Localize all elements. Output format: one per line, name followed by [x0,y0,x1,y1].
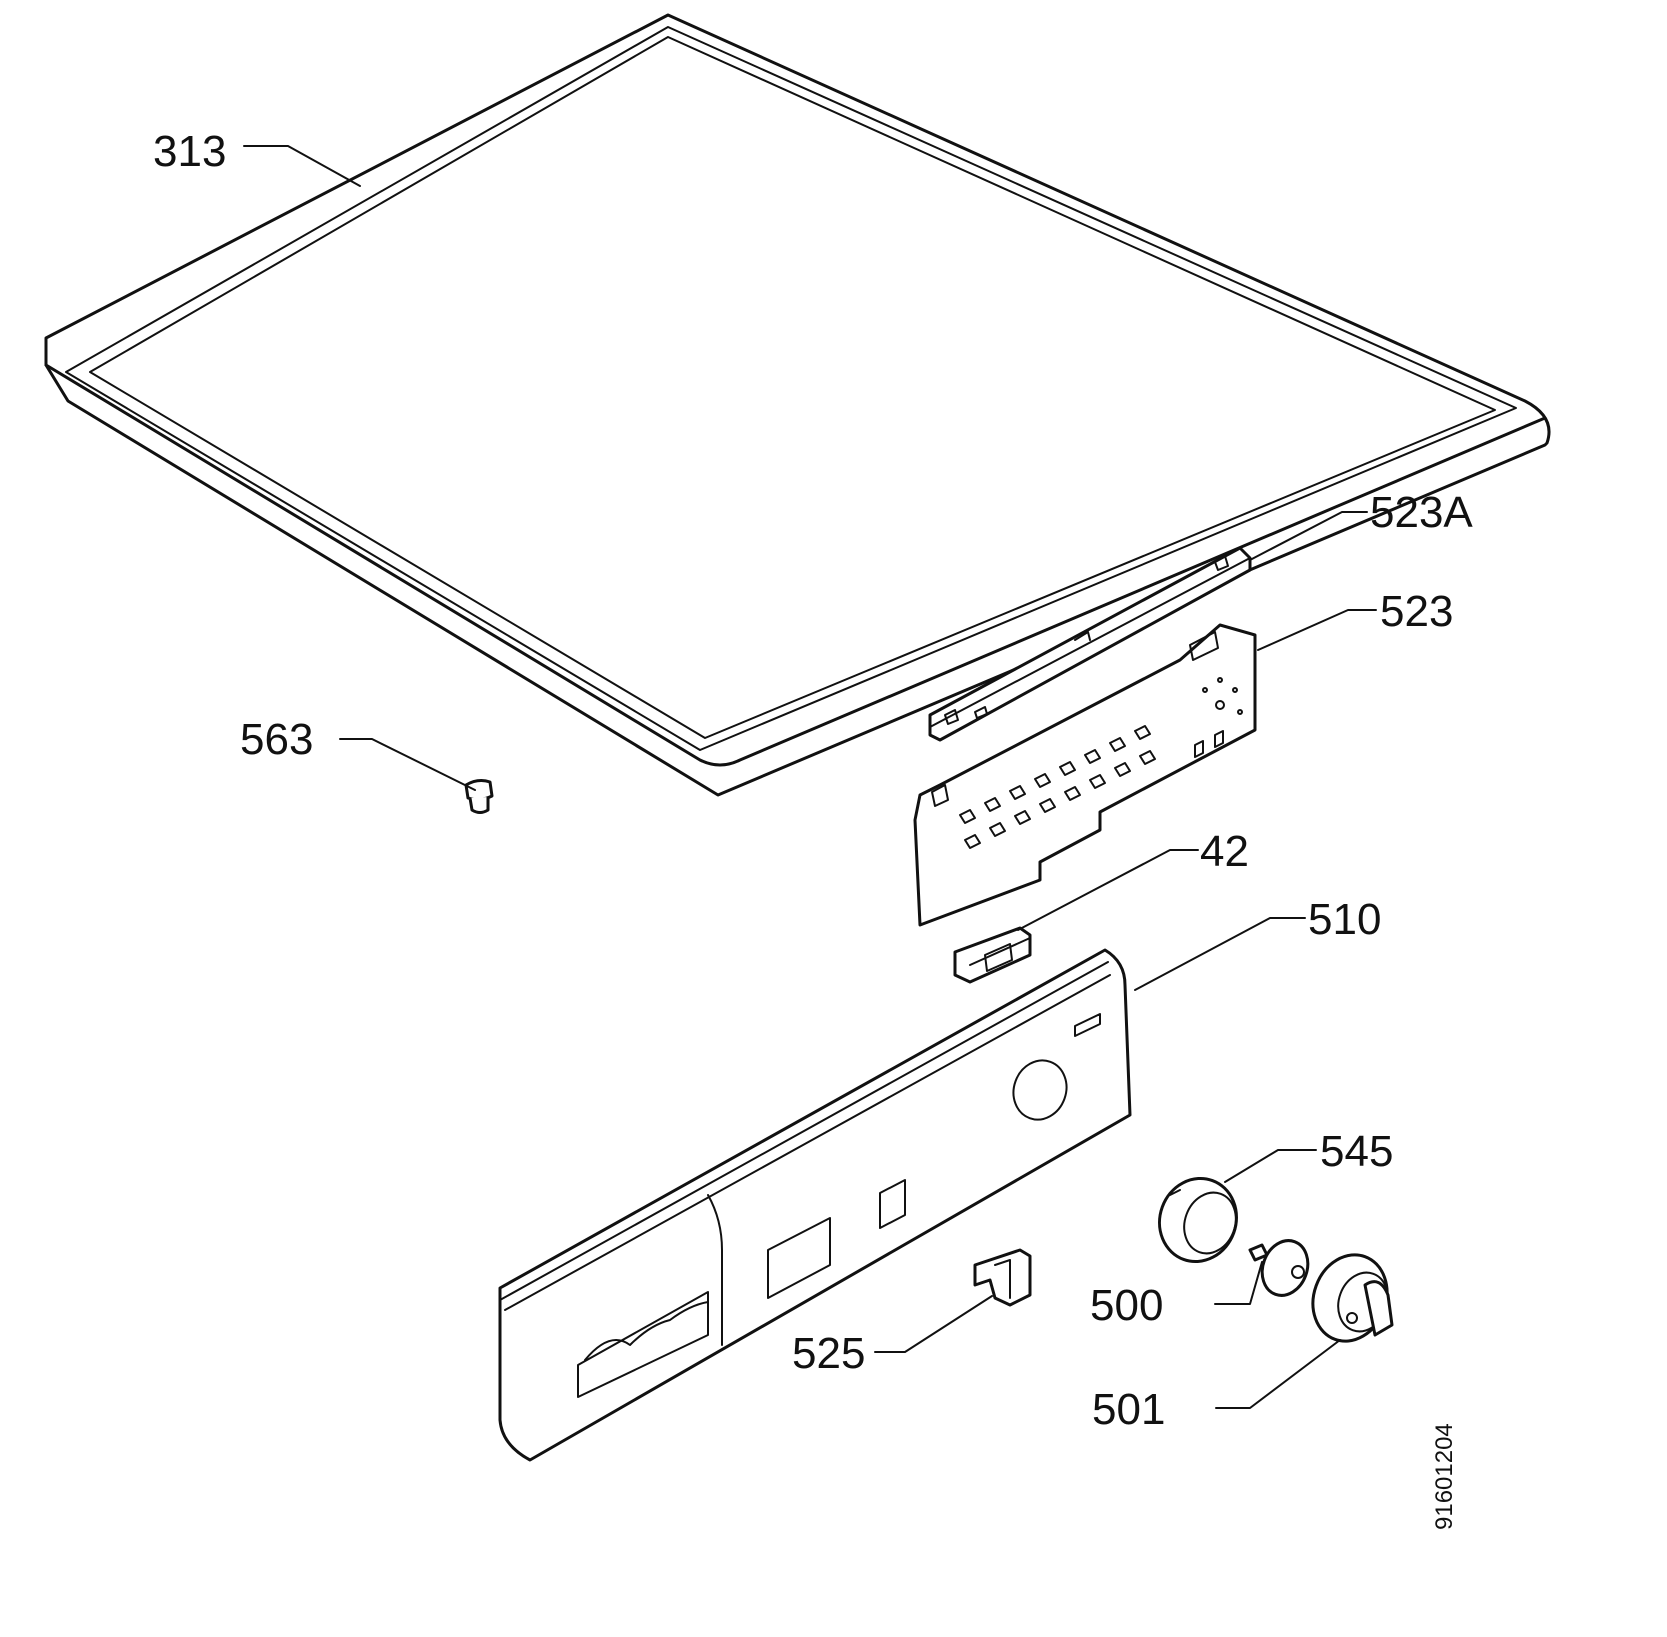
leader-510 [1134,917,1306,991]
label-42: 42 [1200,827,1249,876]
label-500: 500 [1090,1281,1163,1330]
label-545: 545 [1320,1127,1393,1176]
leader-500 [1214,1261,1263,1305]
part-42-switch [953,926,1032,984]
label-501: 501 [1092,1385,1165,1434]
leader-lines [243,145,1377,1409]
leader-501 [1215,1339,1341,1409]
part-501-knob [1311,1253,1394,1343]
label-523a: 523A [1370,488,1473,537]
leader-523 [1257,609,1377,651]
leader-525 [874,1295,993,1353]
part-313-top-cover [44,13,1551,797]
label-510: 510 [1308,895,1381,944]
leader-523a [1249,511,1368,561]
part-563-screw [464,779,494,814]
part-510-control-panel [498,948,1132,1462]
part-500-adapter [1248,1239,1310,1297]
part-labels: 313 523A 523 563 42 510 545 500 525 501 [153,127,1473,1434]
label-563: 563 [240,715,313,764]
part-545-bezel [1158,1176,1238,1264]
part-525-button [973,1248,1032,1307]
label-523: 523 [1380,587,1453,636]
label-313: 313 [153,127,226,176]
leader-313 [243,145,361,187]
board-button-holes [959,725,1156,849]
part-523-board [913,623,1257,927]
drawing-number: 91601204 [1431,1423,1458,1530]
leader-42 [1017,849,1199,931]
label-525: 525 [792,1329,865,1378]
leader-563 [339,738,476,791]
part-523a-rail [928,546,1252,742]
leader-545 [1224,1149,1317,1183]
